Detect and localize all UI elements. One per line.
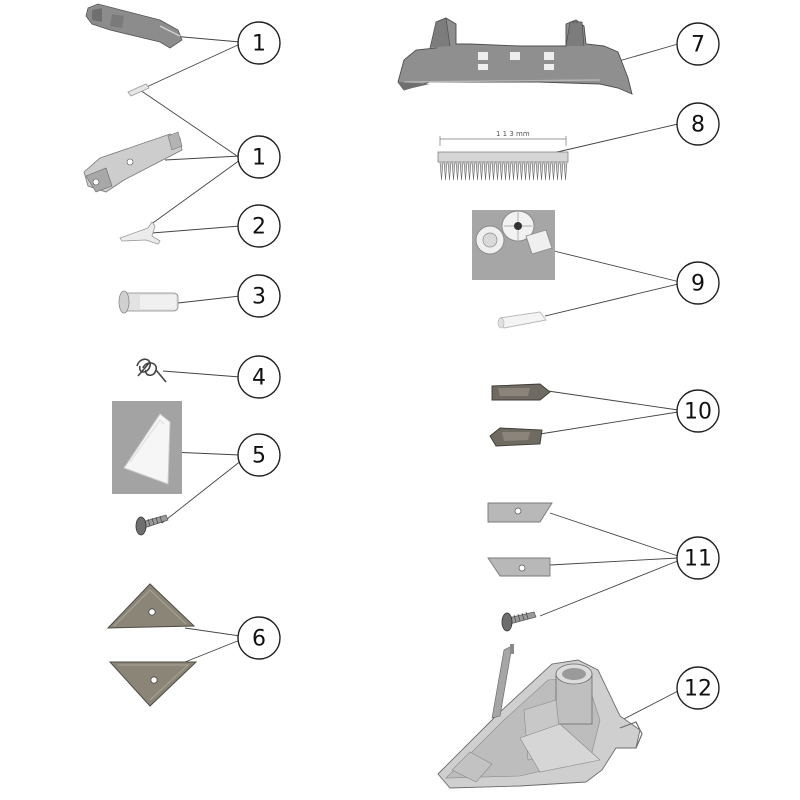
- callout-12: 12: [676, 666, 720, 710]
- brush-bristle: [503, 161, 508, 181]
- brush-bristle: [499, 161, 504, 181]
- part-5-cover: [112, 401, 182, 494]
- part-5-screw: [135, 514, 169, 536]
- part-10-weight-top: [491, 383, 551, 401]
- leader-lines: [139, 35, 681, 723]
- callout-label: 2: [252, 215, 266, 240]
- callout-7: 7: [676, 22, 720, 66]
- callout-10: 10: [676, 389, 720, 433]
- part-6-weight-bottom: [108, 661, 198, 707]
- brush-bristle: [539, 161, 544, 181]
- brush-bristle: [451, 161, 456, 181]
- part-4-spring: [136, 358, 167, 383]
- callout-6: 6: [237, 616, 281, 660]
- brush-bristle: [483, 161, 488, 181]
- part-12-chassis: [437, 644, 643, 789]
- part-3-bushing: [118, 290, 179, 314]
- part-11-plate-bottom: [487, 557, 551, 577]
- callout-label: 7: [691, 33, 705, 58]
- part-6-weight-top: [106, 583, 196, 629]
- brush-bristle: [535, 161, 540, 181]
- brush-bristle: [447, 161, 452, 181]
- brush-bristle: [527, 161, 532, 181]
- callout-5: 5: [237, 433, 281, 477]
- callout-9: 9: [676, 261, 720, 305]
- brush-bristle: [511, 161, 516, 181]
- callout-1-top: 1: [237, 21, 281, 65]
- callout-11: 11: [676, 536, 720, 580]
- part-10-weight-bottom: [489, 427, 543, 447]
- brush-bristle: [523, 161, 528, 181]
- callout-label: 11: [684, 547, 712, 572]
- callout-4: 4: [237, 355, 281, 399]
- callout-1-middle: 1: [237, 135, 281, 179]
- callout-label: 10: [684, 400, 712, 425]
- part-8-brush: 1 1 3 mm: [437, 130, 569, 181]
- brush-bristle: [455, 161, 460, 181]
- brush-bristle: [491, 161, 496, 181]
- callout-2: 2: [237, 204, 281, 248]
- brush-bristle: [467, 161, 472, 181]
- callout-3: 3: [237, 274, 281, 318]
- part-1-pin: [127, 83, 150, 97]
- callout-label: 9: [691, 272, 705, 297]
- brush-bristle: [531, 161, 536, 181]
- brush-bristle: [507, 161, 512, 181]
- brush-bristle: [463, 161, 468, 181]
- brush-bristle: [439, 161, 444, 181]
- callout-label: 1: [252, 32, 266, 57]
- brush-bristle: [495, 161, 500, 181]
- brush-bristle: [547, 161, 552, 181]
- brush-bristle: [559, 161, 564, 181]
- part-1-pivot-arm-top: [85, 3, 183, 49]
- callout-8: 8: [676, 102, 720, 146]
- part-7-bracket: [397, 17, 633, 95]
- callout-label: 6: [252, 627, 266, 652]
- brush-bristles: [439, 161, 568, 181]
- part-1-pivot-arm-middle: [83, 131, 183, 193]
- brush-bristle: [543, 161, 548, 181]
- callout-label: 3: [252, 285, 266, 310]
- brush-bristle: [475, 161, 480, 181]
- callouts: 1 1 2 3 4 5 6 7: [237, 21, 720, 710]
- brush-bristle: [551, 161, 556, 181]
- brush-bristle: [471, 161, 476, 181]
- callout-label: 5: [252, 444, 266, 469]
- brush-bristle: [515, 161, 520, 181]
- callout-label: 8: [691, 113, 705, 138]
- brush-ruler-label: 1 1 3 mm: [496, 130, 530, 138]
- part-11-screw: [501, 611, 537, 632]
- brush-bristle: [555, 161, 560, 181]
- part-11-plate-top: [487, 502, 553, 523]
- brush-bristle: [443, 161, 448, 181]
- callout-label: 4: [252, 366, 266, 391]
- brush-bristle: [563, 161, 568, 181]
- part-9-axle: [497, 311, 547, 329]
- callout-label: 12: [684, 677, 712, 702]
- brush-bristle: [519, 161, 524, 181]
- brush-bristle: [479, 161, 484, 181]
- part-9-wheels: [472, 210, 555, 280]
- part-2-clip: [119, 221, 161, 245]
- callout-label: 1: [252, 146, 266, 171]
- brush-bristle: [487, 161, 492, 181]
- brush-bristle: [459, 161, 464, 181]
